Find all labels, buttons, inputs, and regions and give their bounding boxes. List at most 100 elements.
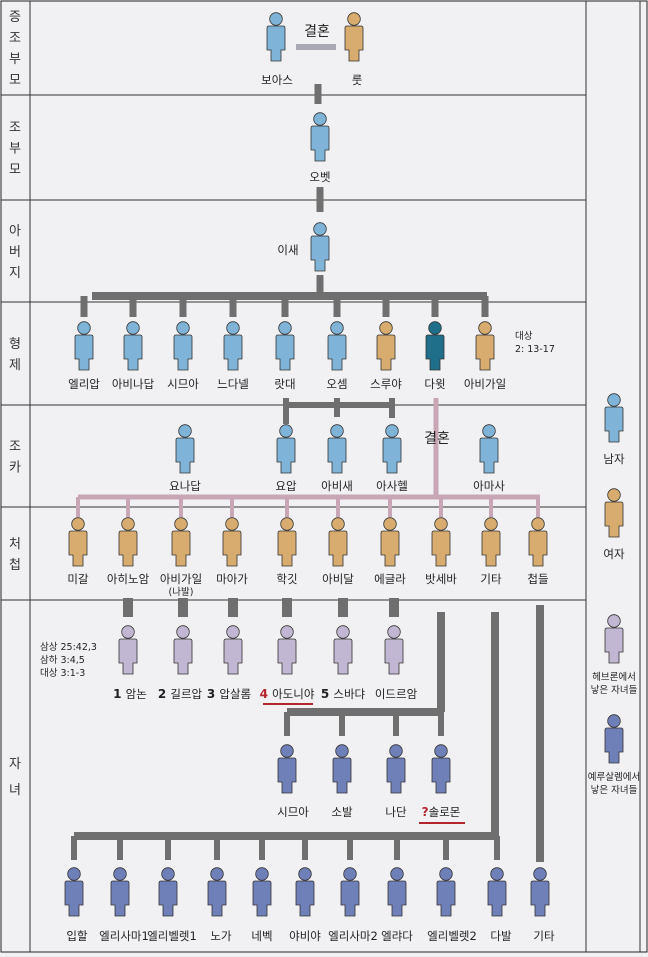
person-wife-9 [528,517,548,567]
name-wife-4: 학깃 [276,572,297,586]
name-sibling-1: 아비나답 [112,377,155,391]
person-wife-0 [68,517,88,567]
name-hebron-child-2: 3 압살롬 [207,687,251,701]
name-sibling-5: 오셈 [326,377,347,391]
name-wife-1: 아히노암 [107,572,150,586]
name-other-child-9: 다발 [490,929,512,943]
name-nephew-2: 아비새 [321,479,353,493]
person-wife-2 [171,517,191,567]
name-wife-7: 밧세바 [425,572,457,586]
connector-hebron-child [389,598,399,617]
person-sibling-5 [327,321,347,371]
hebron-child-name: 스바댜 [333,687,365,701]
legend-label-jerusalem-0: 예루살렘에서 [588,771,640,783]
person-hebron-child-0 [118,625,138,675]
person-sibling-8 [475,321,495,371]
category-label-children-char: 자 [9,757,21,772]
person-other-child-9 [487,867,507,917]
person-bathsheba-child-1 [332,744,352,794]
name-hebron-child-5: 이드르암 [375,687,418,701]
person-bathsheba-child-2 [386,744,406,794]
hebron-reference-line0: 삼상 25:42,3 [40,642,97,653]
name-wife-6: 에글라 [374,572,406,586]
name-other-child-0: 입할 [66,929,88,943]
category-label-father-char: 버 [9,245,21,260]
person-hebron-child-4 [333,625,353,675]
name-sibling-0: 엘리압 [68,377,100,391]
person-wife-3 [222,517,242,567]
hebron-child-number: 1 [113,687,126,701]
bathsheba-child-name: 시므아 [277,805,309,819]
category-label-father-char: 아 [9,224,21,239]
person-other-child-5 [295,867,315,917]
hebron-child-name: 이드르암 [375,687,418,701]
name-other-child-8: 엘리벨렛2 [427,929,477,943]
person-other-child-3 [207,867,227,917]
person-wife-5 [328,517,348,567]
name-other-child-2: 엘리벨렛1 [147,929,197,943]
person-sibling-7 [425,321,445,371]
person-jesse [310,222,330,272]
name-obed: 오벳 [309,170,330,184]
person-other-child-4 [252,867,272,917]
name-boaz: 보아스 [261,73,293,87]
name-wife-2: 아비가일 [160,572,202,586]
category-label-siblings-char: 제 [9,358,21,373]
name-sibling-4: 랏대 [274,377,295,391]
person-other-child-8 [436,867,456,917]
person-sibling-2 [173,321,193,371]
hebron-child-name: 아도니야 [272,687,315,701]
marriage-label-david: 결혼 [424,431,450,447]
person-nephew-4 [479,424,499,474]
name-bathsheba-child-0: 시므아 [277,805,309,819]
person-nephew-1 [276,424,296,474]
name-wife-8: 기타 [480,572,502,586]
name-sibling-7: 다윗 [424,377,445,391]
name-hebron-child-3: 4 아도니야 [260,687,315,701]
category-label-great_grandparents-char: 조 [9,31,21,46]
name-sibling-2: 시므아 [167,377,199,391]
category-label-wives-char: 처 [9,537,21,552]
name-jesse: 이새 [277,243,298,257]
category-label-grandparents-char: 모 [9,163,21,178]
name-other-child-6: 엘리사마2 [328,929,378,943]
category-label-father-char: 지 [9,266,21,281]
name-other-child-5: 야비야 [289,929,321,943]
person-sibling-3 [223,321,243,371]
name-wife-0: 미갈 [67,572,89,586]
person-wife-4 [277,517,297,567]
legend-label-jerusalem-1: 낳은 자녀들 [591,785,638,796]
legend-label-hebron-1: 낳은 자녀들 [591,685,638,696]
marriage-bar [296,44,336,50]
connector-hebron-child [123,598,133,617]
connector-hebron-child [178,598,188,617]
bathsheba-child-name: 나단 [385,805,407,819]
person-wife-8 [481,517,501,567]
siblings-reference-line1: 대상 [515,331,533,342]
name-bathsheba-child-1: 소발 [331,805,353,819]
hebron-child-number: 3 [207,687,220,701]
name-other-child-1: 엘리사마1 [99,929,149,943]
person-hebron-child-2 [223,625,243,675]
category-label-wives-char: 첩 [9,558,21,573]
category-label-grandparents-char: 부 [9,142,21,157]
person-wife-7 [431,517,451,567]
hebron-child-number: 5 [321,687,334,701]
category-label-nephews-char: 조 [9,440,21,455]
name-hebron-child-1: 2 길르압 [158,687,203,701]
hebron-child-name: 암논 [126,687,147,701]
hebron-child-name: 길르압 [170,687,202,701]
name-other-child-4: 네벡 [251,929,272,943]
name-sibling-3: 느다넬 [217,377,249,391]
person-other-child-10 [530,867,550,917]
person-other-child-1 [110,867,130,917]
name-bathsheba-child-2: 나단 [385,805,407,819]
name-other-child-10: 기타 [533,929,555,943]
name-nephew-4: 아마사 [473,479,505,493]
person-sibling-0 [74,321,94,371]
name-nephew-0: 요나답 [169,479,201,493]
person-hebron-child-5 [384,625,404,675]
name-hebron-child-0: 1 암논 [113,687,147,701]
hebron-child-name: 압살롬 [219,687,251,701]
